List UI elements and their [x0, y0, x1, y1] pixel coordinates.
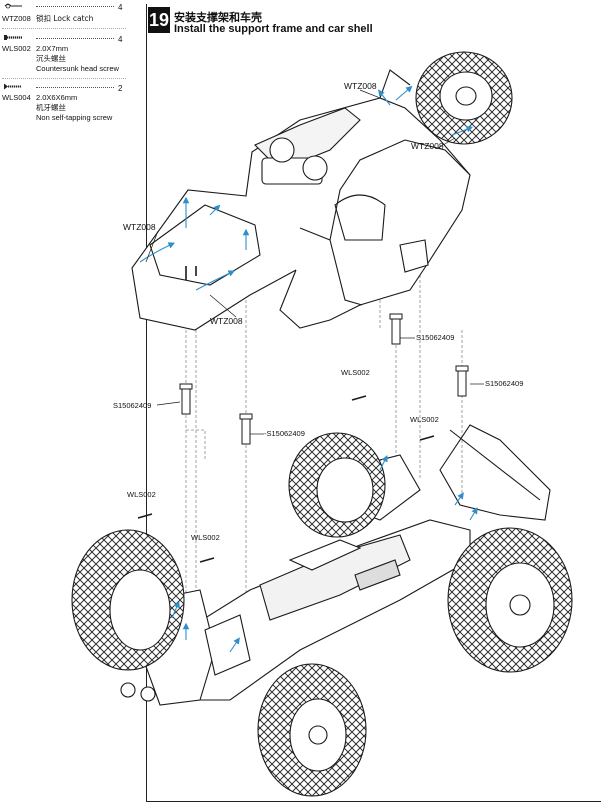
- chassis-arrows: [171, 455, 478, 653]
- callout-s15062409: S15062409: [113, 401, 152, 410]
- callout-wls002: WLS002: [191, 533, 220, 542]
- callout-wtz008: WTZ008: [411, 141, 444, 151]
- screw-icon: [4, 83, 21, 90]
- callout-wls002: WLS002: [127, 490, 156, 499]
- callout-wls002: WLS002: [410, 415, 439, 424]
- callout-leaders: [145, 89, 484, 435]
- screws: [137, 266, 435, 563]
- part-leader: [36, 6, 114, 7]
- part-desc: 锁扣 Lock catch: [36, 14, 94, 23]
- part-code: WTZ008: [2, 14, 31, 23]
- part-desc: 机牙螺丝: [36, 103, 66, 112]
- part-qty: 2: [118, 84, 123, 93]
- support-posts: [179, 313, 469, 445]
- part-qty: 4: [118, 3, 123, 12]
- lock-catch-icon: [4, 3, 22, 9]
- divider: [2, 28, 126, 29]
- car-shell: [131, 69, 471, 331]
- screw-icon: [4, 35, 22, 40]
- motion-arrows: [139, 85, 474, 291]
- part-row-wls002: WLS002 2.0X7mm 沉头螺丝 Countersunk head scre…: [2, 44, 119, 74]
- part-desc: Countersunk head screw: [36, 64, 119, 73]
- callout-s15062409: S15062409: [416, 333, 455, 342]
- spare-tire: [415, 51, 513, 145]
- part-desc: 沉头螺丝: [36, 54, 66, 63]
- callout-s15062409: -S15062409: [264, 429, 305, 438]
- callout-wtz008: WTZ008: [123, 222, 156, 232]
- part-qty: 4: [118, 35, 123, 44]
- callout-wls002: WLS002: [341, 368, 370, 377]
- step-frame: [146, 4, 601, 802]
- callout-s15062409: S15062409: [485, 379, 524, 388]
- part-leader: [36, 38, 114, 39]
- part-code: WLS004: [2, 93, 31, 102]
- step-title-cn: 安装支撑架和车壳: [174, 11, 262, 24]
- callout-wtz008: WTZ008: [210, 316, 243, 326]
- wheels: [71, 432, 573, 797]
- step-title-en: Install the support frame and car shell: [174, 23, 373, 35]
- part-leader: [36, 87, 114, 88]
- part-desc: 2.0X7mm: [36, 44, 69, 53]
- divider: [2, 78, 126, 79]
- part-desc: Non self-tapping screw: [36, 113, 113, 122]
- part-code: WLS002: [2, 44, 31, 53]
- callout-wtz008: WTZ008: [344, 81, 377, 91]
- part-row-wls004: WLS004 2.0X6X6mm 机牙螺丝 Non self-tapping sc…: [2, 93, 112, 123]
- part-desc: 2.0X6X6mm: [36, 93, 78, 102]
- step-number-badge: 19: [148, 7, 170, 33]
- part-row-wtz008: WTZ008 锁扣 Lock catch: [2, 14, 93, 24]
